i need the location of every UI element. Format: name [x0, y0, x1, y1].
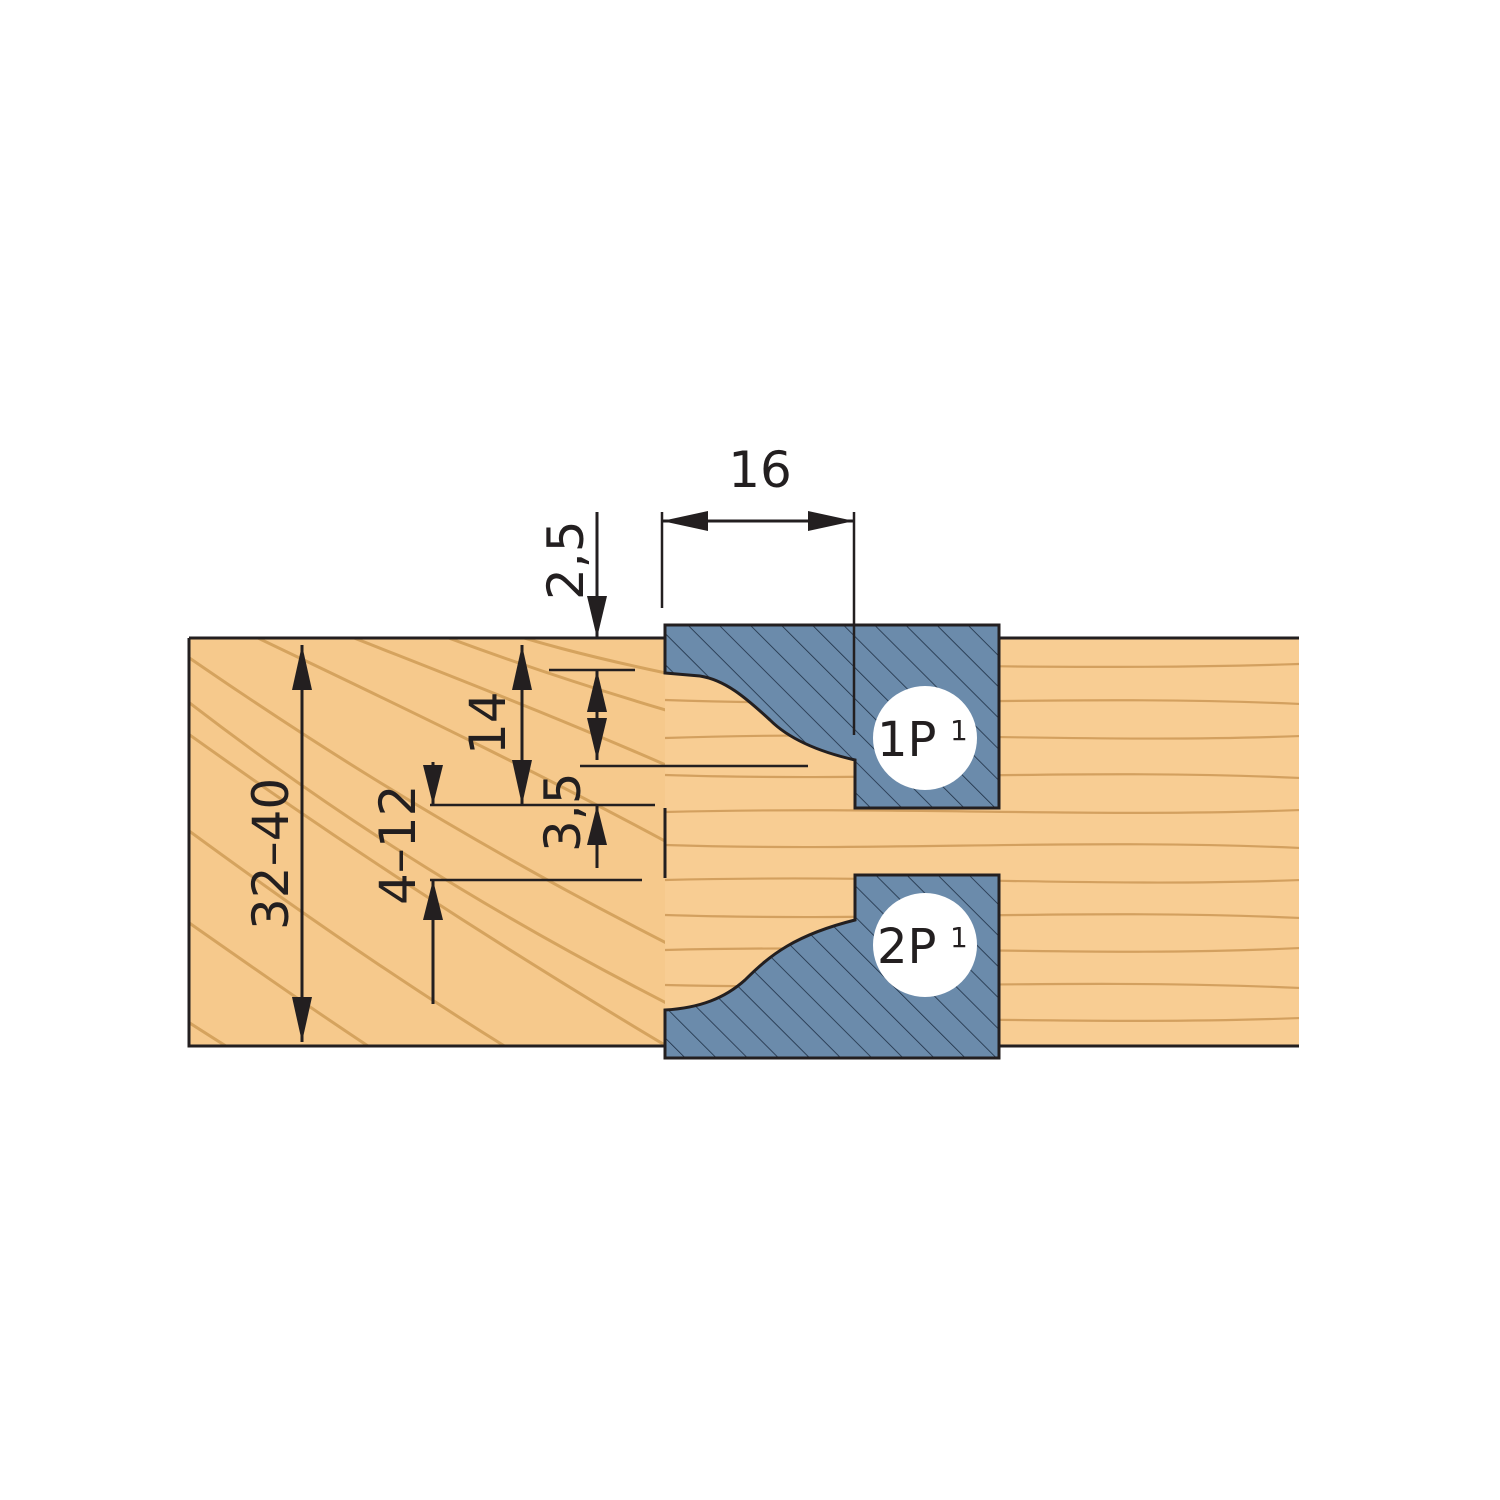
badge-1p1: 1P 1 [873, 686, 977, 790]
dimension-32-40: 32–40 [242, 645, 312, 1042]
end-grain-lines [189, 638, 665, 1046]
dimension-32-40-label: 32–40 [242, 778, 300, 930]
badge-2p1-label: 2P [877, 919, 936, 975]
dimension-16: 16 [660, 441, 856, 735]
dimension-16-label: 16 [728, 441, 792, 499]
dimension-2-5: 2,5 [537, 512, 635, 760]
dimension-3-5: 3,5 [430, 764, 808, 868]
badge-1p1-label: 1P [877, 712, 936, 768]
badge-2p1: 2P 1 [873, 893, 977, 997]
dimension-4-12-label: 4–12 [369, 785, 427, 905]
dimension-4-12: 4–12 [369, 762, 642, 1004]
badge-2p1-superscript: 1 [950, 921, 968, 954]
dimension-2-5-label: 2,5 [537, 520, 595, 600]
badge-1p1-superscript: 1 [950, 714, 968, 747]
dimension-3-5-label: 3,5 [534, 772, 592, 852]
dimension-14: 14 [459, 645, 532, 805]
dimension-14-label: 14 [459, 691, 517, 755]
